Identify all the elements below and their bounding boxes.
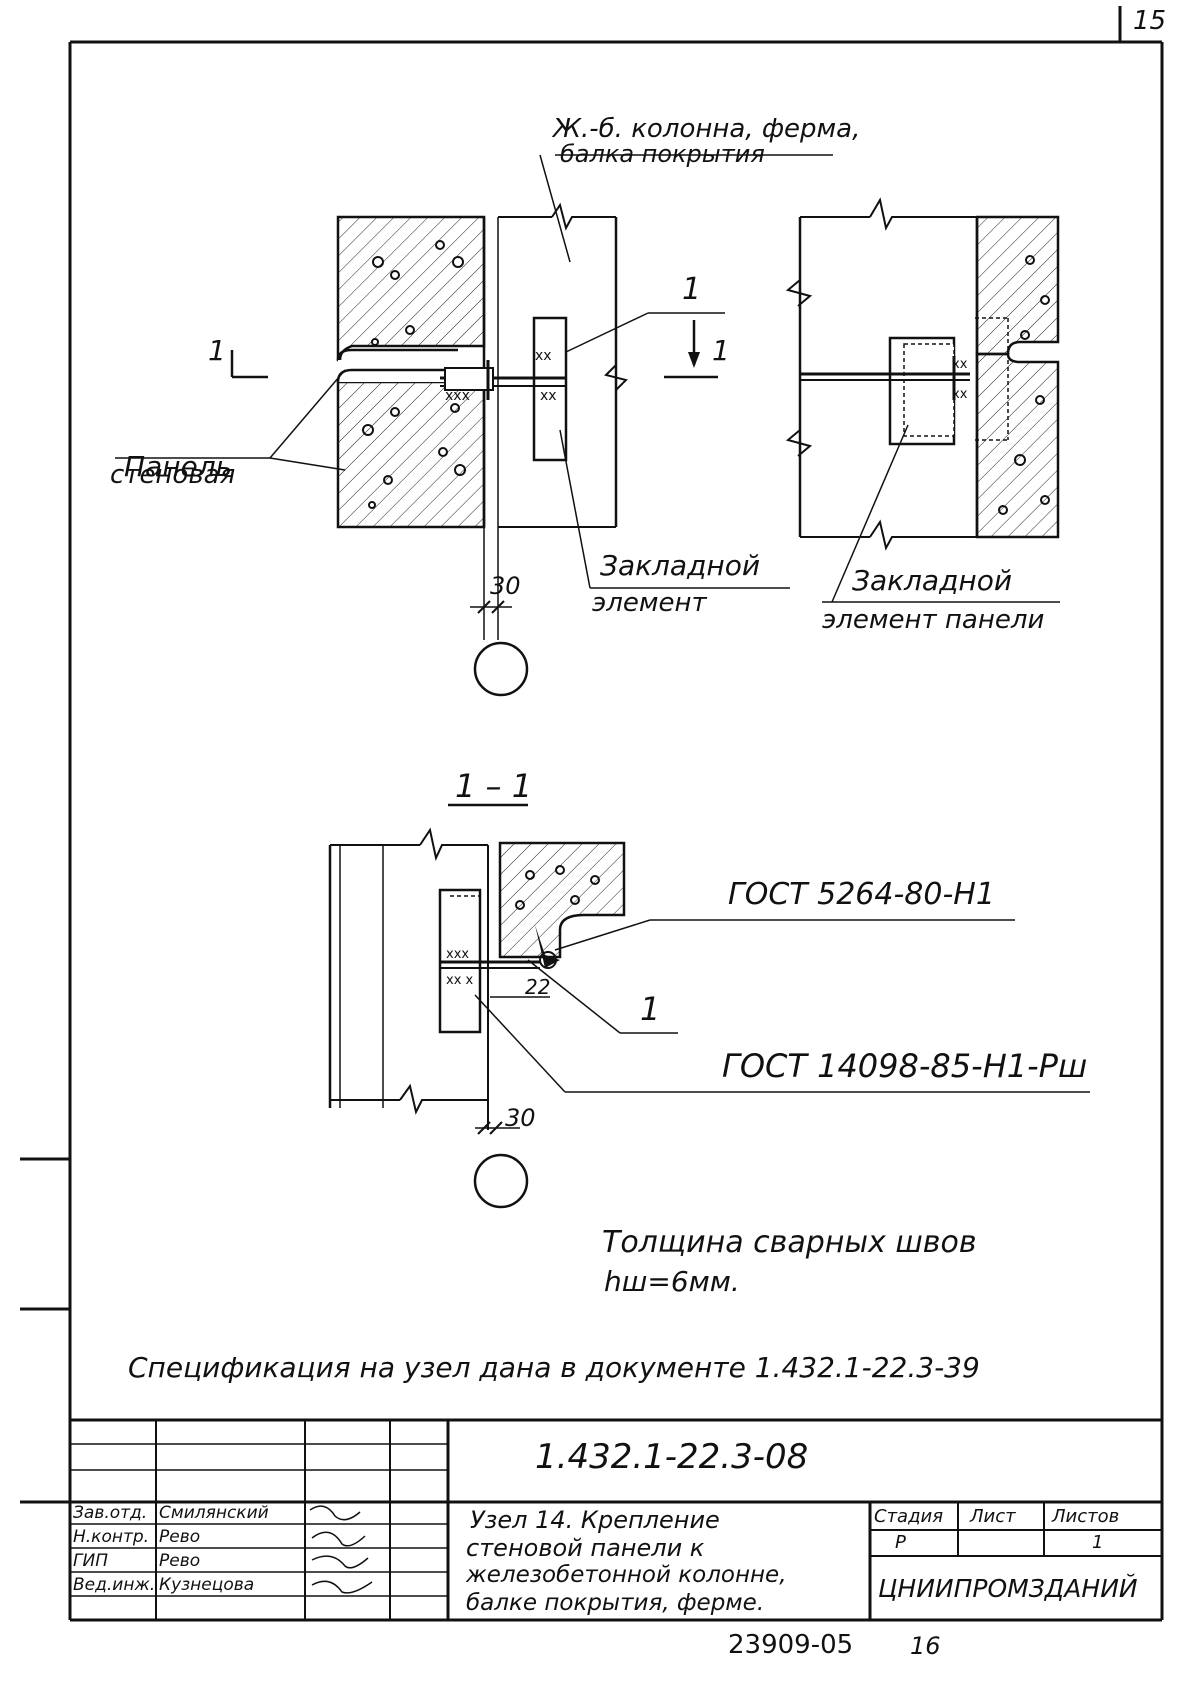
svg-text:xx: xx xyxy=(952,357,968,372)
svg-text:xx x: xx x xyxy=(446,973,474,988)
sheet-frame xyxy=(20,6,1164,1622)
organization-name: ЦНИИПРОМЗДАНИЙ xyxy=(878,1574,1138,1603)
stage-header: Стадия xyxy=(874,1506,944,1527)
sheets-header: Листов xyxy=(1052,1506,1120,1527)
weld-note-line2: hш=6мм. xyxy=(604,1265,740,1298)
title-block xyxy=(70,1418,1162,1620)
svg-text:xxx: xxx xyxy=(445,388,470,404)
svg-text:xx: xx xyxy=(952,387,968,402)
section-mark-right: 1 xyxy=(712,334,730,367)
role-ved-inzh: Вед.инж. xyxy=(73,1575,156,1595)
embedded-left-line2: элемент xyxy=(592,588,707,618)
svg-text:xx: xx xyxy=(540,388,557,404)
bottom-stamp-number: 23909-05 xyxy=(728,1630,854,1660)
dimension-30-top: 30 xyxy=(490,572,521,600)
drawing-title-line1: Узел 14. Крепление xyxy=(470,1506,720,1534)
embedded-left-line1: Закладной xyxy=(600,549,761,582)
gost-bottom: ГОСТ 14098-85-Н1-Рш xyxy=(722,1047,1088,1085)
weld-note-line1: Толщина сварных швов xyxy=(602,1225,977,1260)
top-left-node: xxx xx xx xyxy=(115,154,833,697)
bottom-stamp-copy: 16 xyxy=(910,1632,941,1660)
role-zav-otd: Зав.отд. xyxy=(73,1503,148,1523)
dimension-22: 22 xyxy=(525,975,551,999)
name-n-kontr: Рево xyxy=(159,1527,201,1547)
document-code: 1.432.1-22.3-08 xyxy=(535,1437,809,1477)
section-title: 1 – 1 xyxy=(455,767,533,805)
column-label-line1: Ж.-б. колонна, ферма, xyxy=(553,114,861,144)
item-leader-top: 1 xyxy=(682,272,702,307)
column-label-line2: балка покрытия xyxy=(560,140,765,168)
section-view: xxx xx x xyxy=(328,803,1090,1209)
drawing-title-line3: железобетонной колонне, xyxy=(466,1562,787,1588)
svg-text:xxx: xxx xyxy=(446,947,469,962)
sheets-value: 1 xyxy=(1092,1532,1104,1553)
svg-text:xx: xx xyxy=(535,348,552,364)
item-leader-section: 1 xyxy=(640,990,661,1028)
name-gip: Рево xyxy=(159,1551,201,1571)
panel-label-line2: стеновая xyxy=(110,460,236,490)
stage-value: Р xyxy=(895,1532,906,1553)
specification-note: Спецификация на узел дана в документе 1.… xyxy=(128,1351,980,1384)
embedded-right-line1: Закладной xyxy=(852,564,1013,597)
name-zav-otd: Смилянский xyxy=(159,1503,269,1523)
dimension-30-section: 30 xyxy=(505,1104,536,1132)
role-gip: ГИП xyxy=(73,1551,108,1571)
embedded-right-line2: элемент панели xyxy=(822,605,1045,635)
drawing-title-line2: стеновой панели к xyxy=(466,1534,705,1562)
role-n-kontr: Н.контр. xyxy=(73,1527,150,1547)
gost-top: ГОСТ 5264-80-Н1 xyxy=(728,877,995,912)
sheet-header: Лист xyxy=(970,1506,1016,1527)
top-right-node: xx xx xyxy=(785,197,1060,603)
panel-label-line1: Панель xyxy=(124,450,233,483)
section-mark-left: 1 xyxy=(208,334,226,367)
sheet-corner-number: 15 xyxy=(1133,6,1167,36)
drawing-title-line4: балке покрытия, ферме. xyxy=(466,1590,765,1616)
name-ved-inzh: Кузнецова xyxy=(159,1575,255,1595)
